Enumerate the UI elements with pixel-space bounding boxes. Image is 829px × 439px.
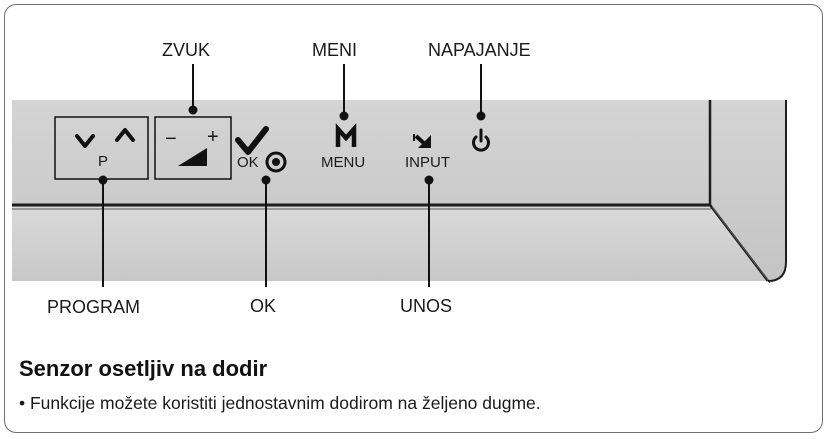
menu-button-label: MENU (321, 154, 366, 171)
callout-unos: UNOS (400, 296, 453, 316)
input-button-label: INPUT (405, 154, 450, 171)
section-heading: Senzor osetljiv na dodir (19, 356, 268, 381)
chevron-up-icon (115, 128, 135, 142)
callout-zvuk: ZVUK (162, 40, 211, 60)
volume-button (154, 116, 232, 180)
volume-minus-label: − (165, 128, 177, 150)
callout-ok: OK (250, 296, 277, 316)
section-bullet-text: • Funkcije možete koristiti jednostavnim… (19, 393, 541, 413)
volume-ramp-icon (178, 148, 207, 166)
ok-button-label: OK (237, 154, 259, 171)
callout-napajanje: NAPAJANJE (428, 40, 531, 60)
chevron-down-icon (75, 134, 95, 148)
callout-program: PROGRAM (47, 297, 141, 317)
power-icon (472, 128, 490, 152)
program-letter: P (98, 153, 109, 170)
menu-m-icon (335, 123, 357, 147)
callout-meni: MENI (312, 40, 357, 60)
tv-bezel-lower (12, 207, 768, 281)
volume-plus-label: + (207, 126, 219, 148)
input-arrow-icon (413, 134, 431, 148)
checkmark-icon (235, 126, 269, 155)
target-circle-icon (265, 151, 287, 173)
